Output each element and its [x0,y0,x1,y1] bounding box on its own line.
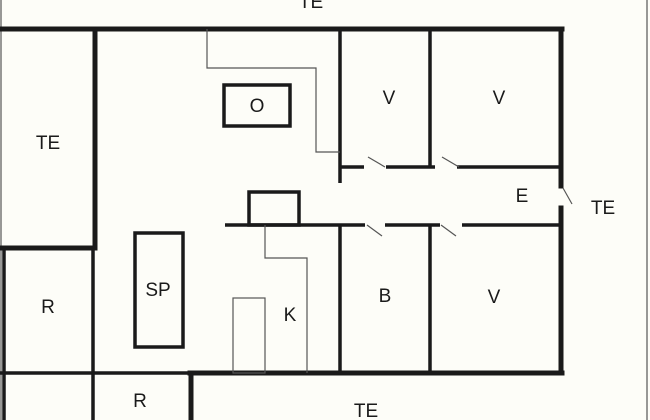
label-room-sp: SP [145,280,170,301]
sp-box [133,231,185,349]
label-top-te: TE [299,0,323,13]
labels: TE V V O TE E TE SP R B V K R TE [36,0,615,420]
label-room-k: K [284,305,297,326]
label-room-r2: R [133,391,147,412]
partition-line [206,29,340,153]
kitchen-line [264,225,308,373]
label-right-te: TE [591,198,615,219]
counter [232,297,266,374]
label-room-e: E [516,186,529,207]
label-bottom-te: TE [354,401,378,420]
label-room-v1: V [383,88,396,109]
label-room-v3: V [488,287,501,308]
oven-box [222,83,292,128]
label-room-v2: V [493,88,506,109]
fixtures [133,29,340,374]
label-room-r1: R [41,297,55,318]
door-swings [366,156,573,237]
label-left-te: TE [36,133,60,154]
label-room-o: O [250,96,265,117]
corridor-box [247,190,301,227]
label-room-b: B [379,286,392,307]
